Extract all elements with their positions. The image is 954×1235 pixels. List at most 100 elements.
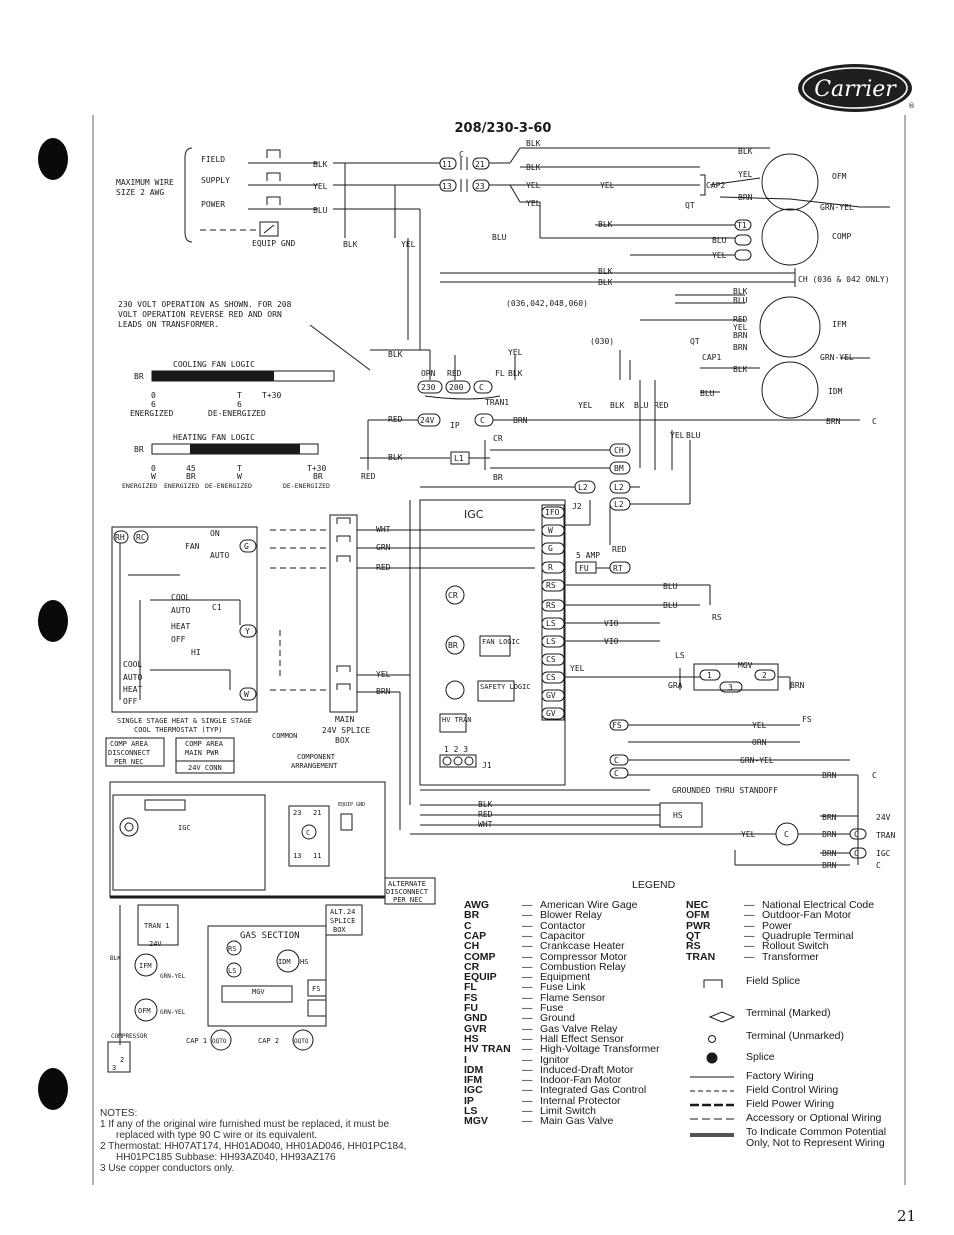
- legend-row: QT—Quadruple Terminal: [686, 930, 853, 941]
- wire-gra-1: GRA: [668, 681, 683, 690]
- note-1b: replaced with type 90 C wire or its equi…: [116, 1130, 318, 1141]
- legend-desc: Outdoor-Fan Motor: [762, 909, 852, 922]
- legend-desc: Fuse Link: [540, 981, 586, 994]
- cooling-energized: ENERGIZED: [130, 409, 174, 418]
- legend-desc: Rollout Switch: [762, 940, 829, 953]
- wire-blu-6: BLU: [634, 401, 649, 410]
- wire-red-7: RED: [612, 545, 627, 554]
- wire-red-4: RED: [654, 401, 669, 410]
- field-supply: [184, 147, 440, 243]
- cooling-br: BR: [134, 372, 144, 381]
- arr-ofm: OFM: [138, 1007, 151, 1015]
- label-power: POWER: [201, 200, 225, 209]
- legend-dash: —: [744, 909, 755, 922]
- label-equip-gnd: EQUIP GND: [252, 239, 296, 248]
- tstat-off-1: OFF: [171, 635, 186, 644]
- legend-dash: —: [522, 950, 533, 963]
- term-c-5: C: [784, 830, 789, 839]
- arr-ls: LS: [228, 967, 236, 975]
- label-tran: TRAN: [876, 831, 895, 840]
- wire-grn-yel-3: GRN-YEL: [740, 756, 774, 765]
- legend-abbr: NEC: [686, 899, 709, 911]
- heating-energized-2: ENERGIZED: [164, 482, 199, 490]
- term-13: 13: [442, 182, 452, 191]
- wire-yel-5: YEL: [526, 199, 541, 208]
- label-br-igc: BR: [448, 641, 458, 650]
- label-mgv: MGV: [738, 661, 753, 670]
- wire-yel-9: YEL: [508, 348, 523, 357]
- legend-abbr: RS: [686, 940, 701, 953]
- alternate-1: ALTERNATE: [388, 880, 426, 888]
- mgv-3: 3: [728, 683, 733, 692]
- label-field: FIELD: [201, 155, 225, 164]
- term-c-8: C: [876, 861, 881, 870]
- label-ip: IP: [450, 421, 460, 430]
- heating-fan-logic-title: HEATING FAN LOGIC: [173, 433, 255, 442]
- legend-dash: —: [522, 960, 533, 973]
- tstat-cool-1: COOL: [171, 593, 190, 602]
- legend-desc: Transformer: [762, 950, 819, 963]
- wire-blk-4: BLK: [738, 147, 753, 156]
- wire-yel-6: YEL: [738, 170, 753, 179]
- heating-45: 45: [186, 464, 196, 473]
- heating-fan-logic: HEATING FAN LOGIC BR 0 45 T T+30 W BR W …: [122, 433, 330, 490]
- igc-title: IGC: [464, 508, 484, 521]
- wire-blk-3: BLK: [526, 139, 541, 148]
- legend-dash: —: [522, 1063, 533, 1076]
- component-1: COMPONENT: [297, 753, 336, 761]
- voltage-note-1: 230 VOLT OPERATION AS SHOWN. FOR 208: [118, 300, 292, 309]
- legend-dash: —: [744, 919, 755, 932]
- wire-yel-4: YEL: [600, 181, 615, 190]
- tstat-auto-2: AUTO: [171, 606, 190, 615]
- alt-splice-2: SPLICE: [330, 917, 355, 925]
- alt-splice-3: BOX: [333, 926, 346, 934]
- voltage-note-3: LEADS ON TRANSFORMER.: [118, 320, 219, 329]
- legend-desc: High-Voltage Transformer: [540, 1043, 660, 1056]
- arr-t3: 3: [112, 1064, 116, 1072]
- tstat-auto-1: AUTO: [210, 551, 229, 560]
- legend-abbr: MGV: [464, 1115, 488, 1128]
- legend-row: HS—Hall Effect Sensor: [464, 1032, 624, 1045]
- legend-row: IGC—Integrated Gas Control: [464, 1084, 647, 1097]
- arr-equip-gnd: EQUIP GND: [338, 802, 365, 808]
- legend-desc: Crankcase Heater: [540, 940, 625, 953]
- voltage-note-2: VOLT OPERATION REVERSE RED AND ORN: [118, 310, 282, 319]
- legend-desc: Internal Protector: [540, 1094, 621, 1107]
- legend-desc: Main Gas Valve: [540, 1115, 614, 1128]
- wire-blu-9: BLU: [663, 601, 678, 610]
- label-fan-logic: FAN LOGIC: [482, 638, 520, 646]
- igc-pin-r: R: [548, 563, 553, 572]
- wire-brn-12: BRN: [822, 861, 837, 870]
- note-3: 3 Use copper conductors only.: [100, 1163, 235, 1174]
- comp-area-3: PER NEC: [114, 758, 144, 766]
- wire-red-3: RED: [388, 415, 403, 424]
- wire-brn-7: BRN: [790, 681, 805, 690]
- legend-dash: —: [522, 919, 533, 932]
- legend-desc: Indoor-Fan Motor: [540, 1074, 622, 1087]
- brand-wordmark: Carrier: [814, 77, 897, 102]
- legend-row: FS—Flame Sensor: [464, 992, 605, 1003]
- component-2: ARRANGEMENT: [291, 762, 338, 770]
- legend-desc: Integrated Gas Control: [540, 1084, 647, 1097]
- legend-dash: —: [522, 1032, 533, 1045]
- arr-tran-1: TRAN 1: [144, 922, 169, 930]
- tstat-rc: RC: [136, 533, 146, 542]
- igc-pin-cs-2: CS: [546, 673, 556, 682]
- term-ch: CH: [614, 446, 624, 455]
- wire-red-2: RED: [447, 369, 462, 378]
- igc-pin-w: W: [548, 526, 553, 535]
- heating-w-2: W: [237, 472, 242, 481]
- wire-yel-11: YEL: [670, 431, 685, 440]
- wire-blk-7: BLK: [598, 267, 613, 276]
- tstat-on: ON: [210, 529, 220, 538]
- tstat-heat-1: HEAT: [171, 622, 190, 631]
- wire-brn-3: BRN: [733, 343, 748, 352]
- heating-br-2: BR: [313, 472, 323, 481]
- legend-abbr: LS: [464, 1105, 478, 1117]
- legend-desc: Combustion Relay: [540, 960, 626, 973]
- term-c-4: C: [872, 771, 877, 780]
- transformer-area: [360, 349, 691, 511]
- legend-splice: Splice: [746, 1051, 775, 1063]
- tstat-g: G: [244, 542, 249, 551]
- wire-yel-3: YEL: [526, 181, 541, 190]
